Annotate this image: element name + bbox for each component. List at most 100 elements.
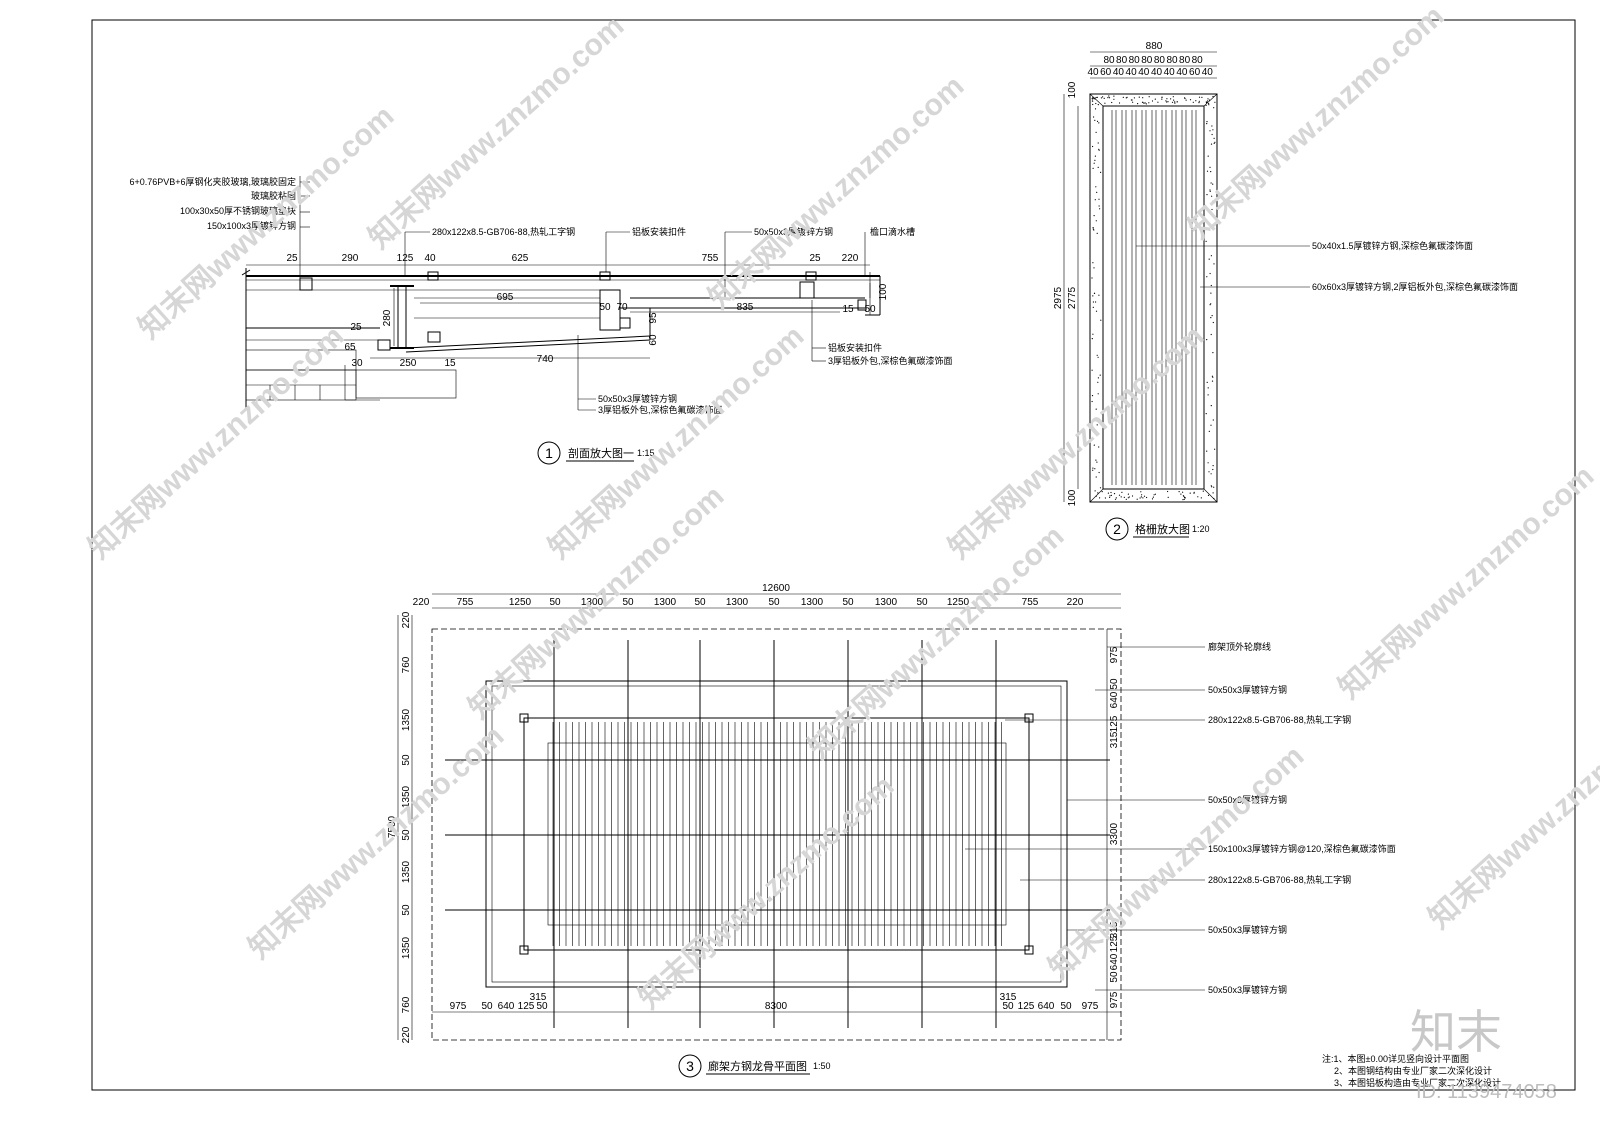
dim-text: 80 [1103, 55, 1115, 66]
dim-text: 40 [1087, 67, 1099, 78]
grille-scale: 1:20 [1192, 524, 1210, 534]
callout-label: 150x100x3厚镀锌方钢 [207, 220, 296, 231]
plan-callout: 50x50x3厚镀锌方钢 [1208, 924, 1287, 935]
note-line: 3、本图铝板构造由专业厂家二次深化设计 [1334, 1077, 1501, 1088]
dim-text: 1350 [401, 785, 412, 808]
dim-text: 250 [400, 358, 417, 369]
dim-text: 125 [1109, 715, 1120, 732]
dim-text: 80 [1166, 55, 1178, 66]
dim-text: 50 [864, 304, 876, 315]
dim-text: 60 [648, 334, 659, 346]
dim-text: 220 [401, 1026, 412, 1043]
dim-text: 80 [1154, 55, 1166, 66]
dim-text: 100 [878, 283, 889, 300]
plan-overall-width: 12600 [762, 583, 790, 594]
dim-text: 50 [622, 597, 634, 608]
dim-text: 60 [1189, 67, 1201, 78]
dim-text: 80 [1192, 55, 1204, 66]
dim-text: 50 [1002, 1001, 1014, 1012]
i-beam-section [397, 285, 407, 349]
louver-panel [547, 742, 1007, 926]
dim-text: 975 [1109, 991, 1120, 1008]
dim-text: 80 [1129, 55, 1141, 66]
dim-text: 640 [1109, 691, 1120, 708]
dim-text: 65 [344, 342, 356, 353]
steel-members [445, 640, 1110, 1028]
plan-scale: 1:50 [813, 1061, 831, 1071]
grille-frame [1089, 93, 1218, 503]
dim-text: 1300 [875, 597, 898, 608]
dim-text: 40 [424, 253, 436, 264]
dim-text: 315 [530, 992, 547, 1003]
dim-text: 40 [1151, 67, 1163, 78]
watermark-text: 知末网www.znzmo.com [633, 769, 901, 1015]
dim-text: 50 [599, 302, 611, 313]
dim-text: 15 [444, 358, 456, 369]
dim-text: 640 [1038, 1001, 1055, 1012]
watermark-text: 知末网www.znzmo.com [1183, 0, 1451, 245]
dim-text: 1300 [726, 597, 749, 608]
dim-text: 975 [1109, 646, 1120, 663]
callout-label: 玻璃胶粘固 [251, 190, 296, 201]
plan-callout: 150x100x3厚镀锌方钢@120,深棕色氟碳漆饰面 [1208, 843, 1396, 854]
detail-index-circle [678, 1054, 702, 1078]
watermark-text: 知末网www.znzmo.com [363, 9, 631, 255]
dim-text: 315 [1000, 992, 1017, 1003]
callout-label: 铝板安装扣件 [632, 226, 686, 237]
dim-text: 125 [1018, 1001, 1035, 1012]
watermark-text: 知末网www.znzmo.com [1043, 739, 1311, 985]
grille-margin-top: 100 [1067, 81, 1078, 98]
dim-text: 290 [342, 253, 359, 264]
dim-text: 315 [1109, 731, 1120, 748]
dim-text: 1350 [401, 936, 412, 959]
dim-text: 40 [1202, 67, 1214, 78]
callout-label: 280x122x8.5-GB706-88,热轧工字钢 [432, 226, 575, 237]
dim-text: 695 [497, 292, 514, 303]
detail-index-circle [537, 441, 561, 465]
dim-text: 40 [1164, 67, 1176, 78]
dim-text: 125 [518, 1001, 535, 1012]
watermark-text: 知末网www.znzmo.com [1423, 689, 1600, 935]
grille-fill-texture [1091, 95, 1216, 501]
dim-text: 1300 [581, 597, 604, 608]
dim-text: 220 [401, 611, 412, 628]
dim-text: 50 [536, 1001, 548, 1012]
grille-height-total: 2975 [1053, 286, 1064, 309]
watermark-text: 知末网www.znzmo.com [1333, 459, 1600, 705]
dim-text: 40 [1113, 67, 1125, 78]
dim-text: 40 [1138, 67, 1150, 78]
dim-text: 50 [1060, 1001, 1072, 1012]
dim-text: 50 [768, 597, 780, 608]
section-scale: 1:15 [637, 448, 655, 458]
plan-callout: 280x122x8.5-GB706-88,热轧工字钢 [1208, 714, 1351, 725]
plan-callout: 280x122x8.5-GB706-88,热轧工字钢 [1208, 874, 1351, 885]
dim-text: 1250 [947, 597, 970, 608]
dim-text: 640 [498, 1001, 515, 1012]
dim-text: 625 [512, 253, 529, 264]
section-title: 剖面放大图一 [568, 446, 634, 460]
dim-text: 975 [450, 1001, 467, 1012]
dim-text: 640 [1109, 953, 1120, 970]
dim-text: 50 [1109, 971, 1120, 983]
dim-text: 50 [481, 1001, 493, 1012]
dim-text: 8300 [765, 1001, 788, 1012]
dim-text: 40 [1126, 67, 1138, 78]
callout-label: 50x50x3厚镀锌方钢 [754, 226, 833, 237]
dim-text: 125 [1109, 935, 1120, 952]
dim-text: 755 [702, 253, 719, 264]
plan-callout: 50x50x3厚镀锌方钢 [1208, 684, 1287, 695]
inner-frame [485, 680, 1068, 988]
callout-label: 铝板安装扣件 [828, 342, 882, 353]
dim-text: 95 [648, 312, 659, 324]
dim-text: 25 [350, 322, 362, 333]
dim-text: 50 [401, 754, 412, 766]
grille-height-inner: 2775 [1067, 286, 1078, 309]
detail-index: 1 [545, 445, 553, 461]
dim-text: 3300 [1109, 822, 1120, 845]
dim-text: 80 [1141, 55, 1153, 66]
dim-text: 760 [401, 656, 412, 673]
general-notes: 注:1、本图±0.00详见竖向设计平面图 2、本图钢结构由专业厂家二次深化设计 … [1322, 1053, 1501, 1088]
